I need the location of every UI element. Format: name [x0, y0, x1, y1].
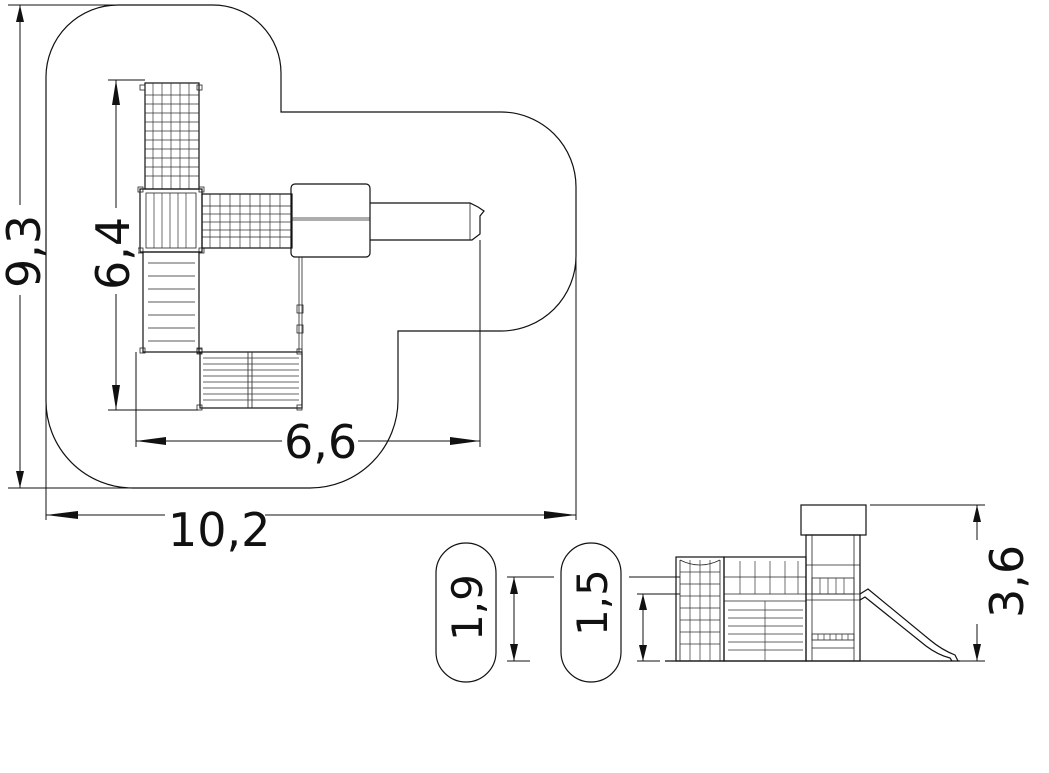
overall-height-label: 9,3 — [0, 215, 51, 288]
dimension-structure-width: 6,6 — [135, 240, 481, 469]
overall-width-label: 10,2 — [168, 503, 270, 557]
structure-height-label: 6,4 — [86, 217, 140, 290]
dimension-structure-height: 6,4 — [86, 79, 198, 411]
dimension-total-height: 3,6 — [870, 504, 1034, 662]
fall-height-badge-high: 1,9 — [435, 542, 554, 683]
step-platform — [196, 348, 303, 411]
tower-deck — [137, 186, 205, 254]
elevation-net-panel — [675, 556, 725, 662]
slide-plan — [370, 202, 485, 241]
fall-height-badge-low: 1,5 — [560, 542, 680, 683]
platform-height-low-label: 1,5 — [568, 569, 617, 636]
elevation-slide — [859, 588, 959, 662]
slide-tower-roof — [290, 183, 371, 258]
support-post — [296, 257, 304, 352]
platform-height-high-label: 1,9 — [443, 574, 492, 641]
dimension-overall-height: 9,3 — [0, 4, 133, 489]
net-bridge — [201, 193, 293, 249]
elevation-bridge — [723, 556, 807, 662]
elevation-slide-tower — [800, 504, 867, 662]
dimension-overall-width: 10,2 — [45, 256, 577, 557]
total-height-label: 3,6 — [980, 545, 1034, 618]
structure-width-label: 6,6 — [284, 415, 357, 469]
ladder-plan — [139, 251, 203, 354]
climbing-net-top — [139, 82, 203, 190]
side-elevation — [665, 504, 960, 662]
